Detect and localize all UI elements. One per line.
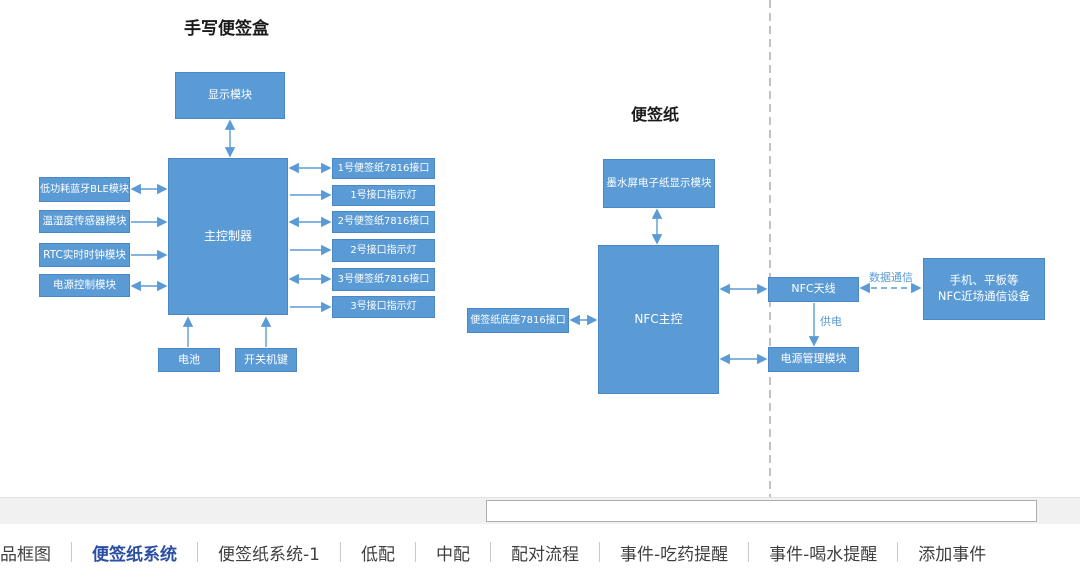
horizontal-scrollbar-thumb[interactable] xyxy=(486,500,1037,522)
node-ble-module[interactable]: 低功耗蓝牙BLE模块 xyxy=(39,177,130,202)
node-nfc-main-control[interactable]: NFC主控 xyxy=(598,245,719,394)
node-battery[interactable]: 电池 xyxy=(158,348,220,372)
node-nfc-antenna[interactable]: NFC天线 xyxy=(768,277,859,302)
sheet-tab-5[interactable]: 配对流程 xyxy=(510,544,579,565)
connector-arrows xyxy=(130,0,922,497)
sheet-tab-1[interactable]: 便签纸系统 xyxy=(92,544,177,565)
sheet-tab-8[interactable]: 添加事件 xyxy=(918,544,987,565)
node-rtc-module[interactable]: RTC实时时钟模块 xyxy=(39,243,130,267)
sheet-tab-3[interactable]: 低配 xyxy=(360,544,395,565)
node-paper2-7816-interface[interactable]: 2号便签纸7816接口 xyxy=(332,211,435,233)
sheet-tab-bar: 品框图 便签纸系统 便签纸系统-1 低配 中配 配对流程 事件-吃药提醒 事件-… xyxy=(0,524,1080,580)
node-power-mgmt-module[interactable]: 电源管理模块 xyxy=(768,347,859,372)
edge-label-data-comm[interactable]: 数据通信 xyxy=(869,271,913,284)
horizontal-scrollbar-track[interactable] xyxy=(0,497,1080,524)
left-diagram-title[interactable]: 手写便签盒 xyxy=(184,19,269,39)
tab-divider xyxy=(414,542,416,562)
node-interface2-led[interactable]: 2号接口指示灯 xyxy=(332,239,435,262)
node-paper1-7816-interface[interactable]: 1号便签纸7816接口 xyxy=(332,158,435,179)
tab-divider xyxy=(489,542,491,562)
node-eink-display-module[interactable]: 墨水屏电子纸显示模块 xyxy=(603,159,715,208)
tab-divider xyxy=(339,542,341,562)
node-paper3-7816-interface[interactable]: 3号便签纸7816接口 xyxy=(332,268,435,291)
node-interface3-led[interactable]: 3号接口指示灯 xyxy=(332,296,435,318)
tab-divider xyxy=(598,542,600,562)
node-interface1-led[interactable]: 1号接口指示灯 xyxy=(332,185,435,206)
tab-divider xyxy=(748,542,750,562)
node-nfc-device[interactable]: 手机、平板等 NFC近场通信设备 xyxy=(923,258,1045,320)
node-temp-humidity-module[interactable]: 温湿度传感器模块 xyxy=(39,210,130,233)
right-diagram-title[interactable]: 便签纸 xyxy=(631,105,680,124)
diagram-canvas[interactable]: 手写便签盒 便签纸 显示模块 主控制器 低功耗蓝牙BLE模块 温湿度传感器模块 … xyxy=(0,0,1080,497)
sheet-tab-4[interactable]: 中配 xyxy=(435,544,470,565)
node-power-control-module[interactable]: 电源控制模块 xyxy=(39,274,130,297)
sheet-tab-2[interactable]: 便签纸系统-1 xyxy=(218,544,320,565)
node-power-key[interactable]: 开关机键 xyxy=(235,348,297,372)
node-base-7816-interface[interactable]: 便签纸底座7816接口 xyxy=(467,308,569,333)
node-display-module[interactable]: 显示模块 xyxy=(175,72,285,119)
sheet-tab-0[interactable]: 品框图 xyxy=(0,544,51,565)
sheet-tab-7[interactable]: 事件-喝水提醒 xyxy=(769,544,878,565)
sheet-tab-6[interactable]: 事件-吃药提醒 xyxy=(619,544,729,565)
tab-divider xyxy=(71,542,72,562)
tab-divider xyxy=(197,542,198,562)
tab-divider xyxy=(897,542,899,562)
node-main-controller[interactable]: 主控制器 xyxy=(168,158,288,315)
edge-label-power-supply[interactable]: 供电 xyxy=(820,315,842,328)
nfc-device-line2: NFC近场通信设备 xyxy=(937,289,1031,303)
nfc-device-line1: 手机、平板等 xyxy=(949,273,1019,288)
